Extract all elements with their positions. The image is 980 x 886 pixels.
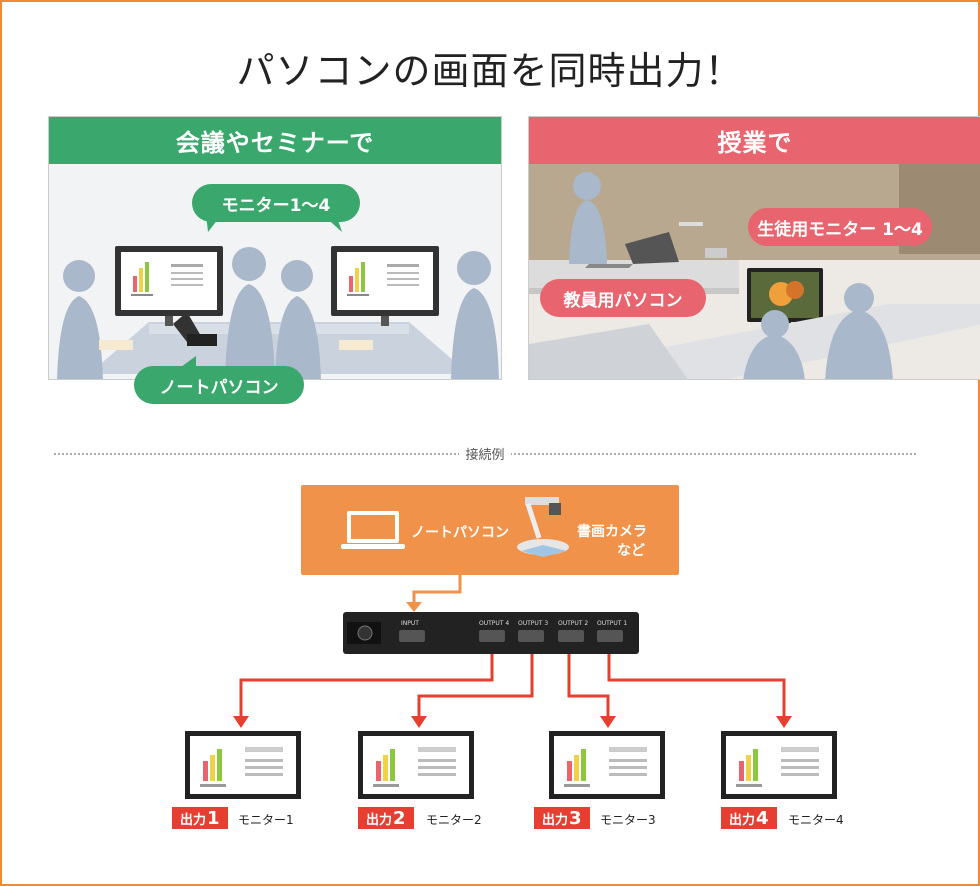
output-monitor-name-3: モニター3	[600, 813, 656, 827]
splitter-ports	[347, 622, 623, 644]
meeting-laptop-bubble: ノートパソコン	[134, 366, 304, 404]
meeting-monitors-bubble: モニター1～4	[192, 184, 360, 222]
document-camera-icon	[517, 497, 569, 557]
student-monitors-bubble: 生徒用モニター 1～4	[748, 208, 932, 246]
hdmi-splitter: INPUT OUTPUT 4 OUTPUT 3 OUTPUT 2 OUTPUT …	[343, 612, 639, 654]
teacher-pc-bubble: 教員用パソコン	[540, 279, 706, 317]
meeting-monitor-left	[115, 246, 223, 326]
source-camera-label-line1: 書画カメラ	[577, 524, 647, 540]
splitter-input-label: INPUT	[401, 620, 419, 627]
classroom-illustration	[529, 164, 980, 379]
connection-divider-label: 接続例	[459, 448, 511, 463]
output-monitor-name-2: モニター2	[426, 813, 482, 827]
source-laptop-label: ノートパソコン	[411, 525, 509, 541]
source-box: ノートパソコン 書画カメラ など	[301, 485, 679, 575]
splitter-output2-label: OUTPUT 2	[558, 620, 589, 627]
output-monitor-name-1: モニター1	[238, 813, 294, 827]
laptop-icon	[341, 511, 405, 549]
meeting-heading: 会議やセミナーで	[49, 117, 501, 164]
page-title: パソコンの画面を同時出力！	[236, 49, 744, 93]
splitter-output4-label: OUTPUT 4	[479, 620, 510, 627]
classroom-heading: 授業で	[529, 117, 980, 164]
splitter-output1-label: OUTPUT 1	[597, 620, 628, 627]
meeting-panel: 会議やセミナーで	[48, 116, 502, 380]
classroom-student-monitor	[747, 268, 823, 332]
output-monitor-name-4: モニター4	[788, 813, 844, 827]
meeting-monitor-right	[331, 246, 439, 326]
source-camera-label-line2: など	[617, 543, 645, 559]
connection-divider: 接続例	[54, 444, 916, 464]
meeting-laptop	[173, 312, 217, 346]
classroom-panel: 授業で	[528, 116, 980, 380]
splitter-output3-label: OUTPUT 3	[518, 620, 549, 627]
